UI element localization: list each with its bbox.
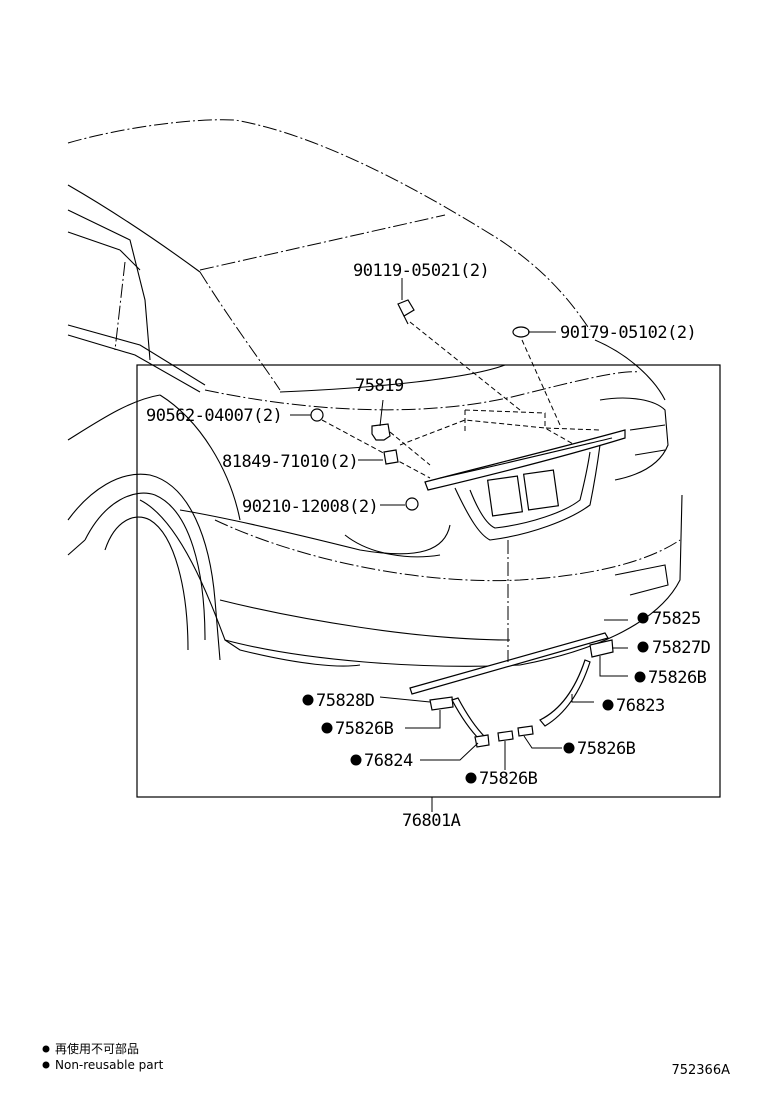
- callout-81849-71010: 81849-71010(2): [222, 452, 358, 472]
- non-reusable-dot: [563, 742, 575, 754]
- non-reusable-dot: [321, 722, 333, 734]
- legend: 再使用不可部品 Non-reusable part: [42, 1041, 164, 1072]
- moulding-assembly: [409, 540, 614, 748]
- callout-75825: 75825: [652, 609, 701, 629]
- callout-90119-05021: 90119-05021(2): [353, 261, 489, 281]
- callout-90179-05102: 90179-05102(2): [560, 323, 696, 343]
- callout-90562-04007: 90562-04007(2): [146, 406, 282, 426]
- callout-75826B: 75826B: [577, 739, 636, 759]
- callout-75826B: 75826B: [335, 719, 394, 739]
- non-reusable-dot: [637, 641, 649, 653]
- legend-dot: [42, 1061, 50, 1069]
- leader-lines: [290, 278, 628, 812]
- car-body-outline: [67, 119, 683, 667]
- fasteners: [310, 299, 561, 511]
- callout-76801A: 76801A: [402, 811, 461, 831]
- callout-75826B: 75826B: [479, 769, 538, 789]
- non-reusable-dot: [637, 612, 649, 624]
- assembly-frame: [136, 364, 721, 798]
- trunk-garnish-assembly: [399, 409, 626, 541]
- non-reusable-dot: [465, 772, 477, 784]
- callout-75826B: 75826B: [648, 668, 707, 688]
- non-reusable-dot: [302, 694, 314, 706]
- callout-75819: 75819: [355, 376, 404, 396]
- callout-76823: 76823: [616, 696, 665, 716]
- legend-dot: [42, 1045, 50, 1053]
- non-reusable-dot: [634, 671, 646, 683]
- callout-75828D: 75828D: [316, 691, 375, 711]
- legend-line-en: Non-reusable part: [55, 1058, 164, 1072]
- non-reusable-dot: [602, 699, 614, 711]
- legend-line-jp: 再使用不可部品: [55, 1041, 139, 1056]
- callout-labels: 90119-05021(2) 90179-05102(2) 75819 9056…: [146, 261, 711, 831]
- callout-75827D: 75827D: [652, 638, 711, 658]
- callout-90210-12008: 90210-12008(2): [242, 497, 378, 517]
- non-reusable-dot: [350, 754, 362, 766]
- diagram-code: 752366A: [671, 1063, 730, 1078]
- callout-76824: 76824: [364, 751, 413, 771]
